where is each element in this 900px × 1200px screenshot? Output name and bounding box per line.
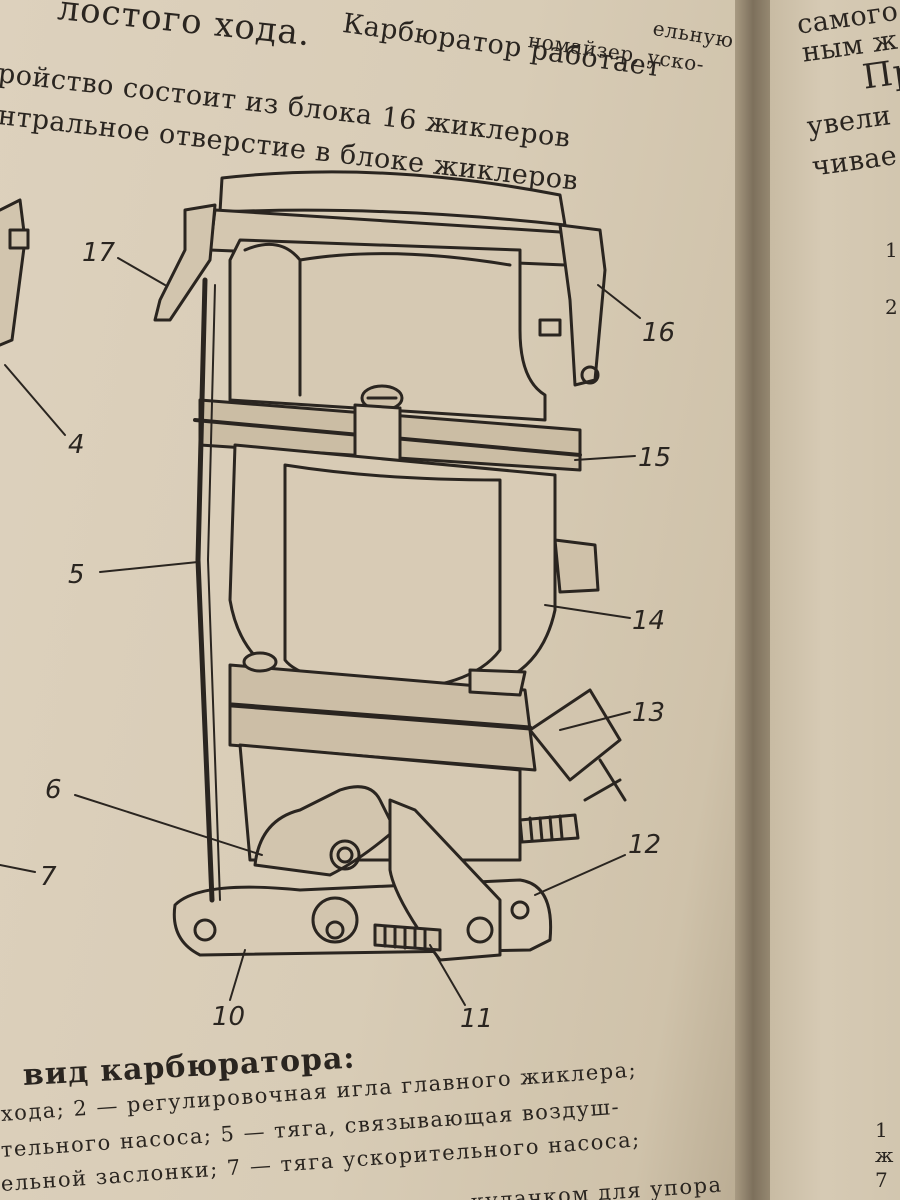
right-bottom-1: 1	[875, 1118, 889, 1142]
callout-17: 17	[82, 238, 116, 268]
callout-6: 6	[45, 775, 62, 805]
callout-10: 10	[212, 1002, 246, 1032]
right-line-3: Пр	[860, 50, 900, 98]
right-bottom-3: 7	[875, 1168, 889, 1192]
carburetor-illustration	[0, 170, 641, 1006]
left-page: номайзер, уско- ельную лостого хода. Кар…	[0, 0, 745, 1200]
callout-4: 4	[68, 430, 85, 460]
right-num-2: 2	[885, 295, 899, 319]
callout-11: 11	[460, 1004, 494, 1034]
book-gutter	[735, 0, 775, 1200]
callout-15: 15	[638, 443, 672, 473]
callout-5: 5	[68, 560, 85, 590]
callout-16: 16	[642, 318, 676, 348]
right-line-4: увели	[805, 100, 894, 143]
callout-13: 13	[632, 698, 666, 728]
callout-12: 12	[628, 830, 662, 860]
right-line-5: чивае	[810, 140, 900, 183]
callout-7: 7	[40, 862, 57, 892]
callout-14: 14	[632, 606, 666, 636]
right-page: самого ным ж Пр увели чивае 1 2 1 ж 7	[770, 0, 900, 1200]
right-num-1: 1	[885, 238, 899, 262]
right-bottom-2: ж	[875, 1143, 894, 1167]
